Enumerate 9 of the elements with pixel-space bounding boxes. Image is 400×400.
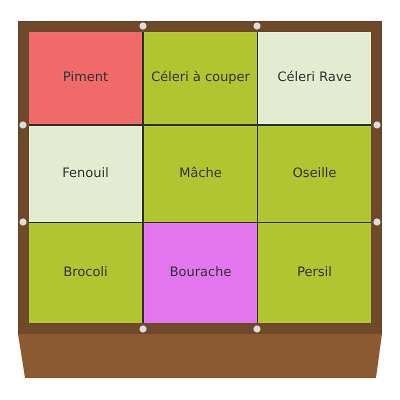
planting-square: Persil (258, 223, 371, 323)
planting-square: Fenouil (29, 126, 142, 222)
planting-square: Céleri à couper (144, 32, 257, 124)
planting-square: Bourache (144, 223, 257, 323)
planting-square: Oseille (258, 126, 371, 222)
planting-square: Mâche (144, 126, 257, 222)
planting-square: Céleri Rave (258, 32, 371, 124)
planting-square: Brocoli (29, 223, 142, 323)
planting-square: Piment (29, 32, 142, 124)
